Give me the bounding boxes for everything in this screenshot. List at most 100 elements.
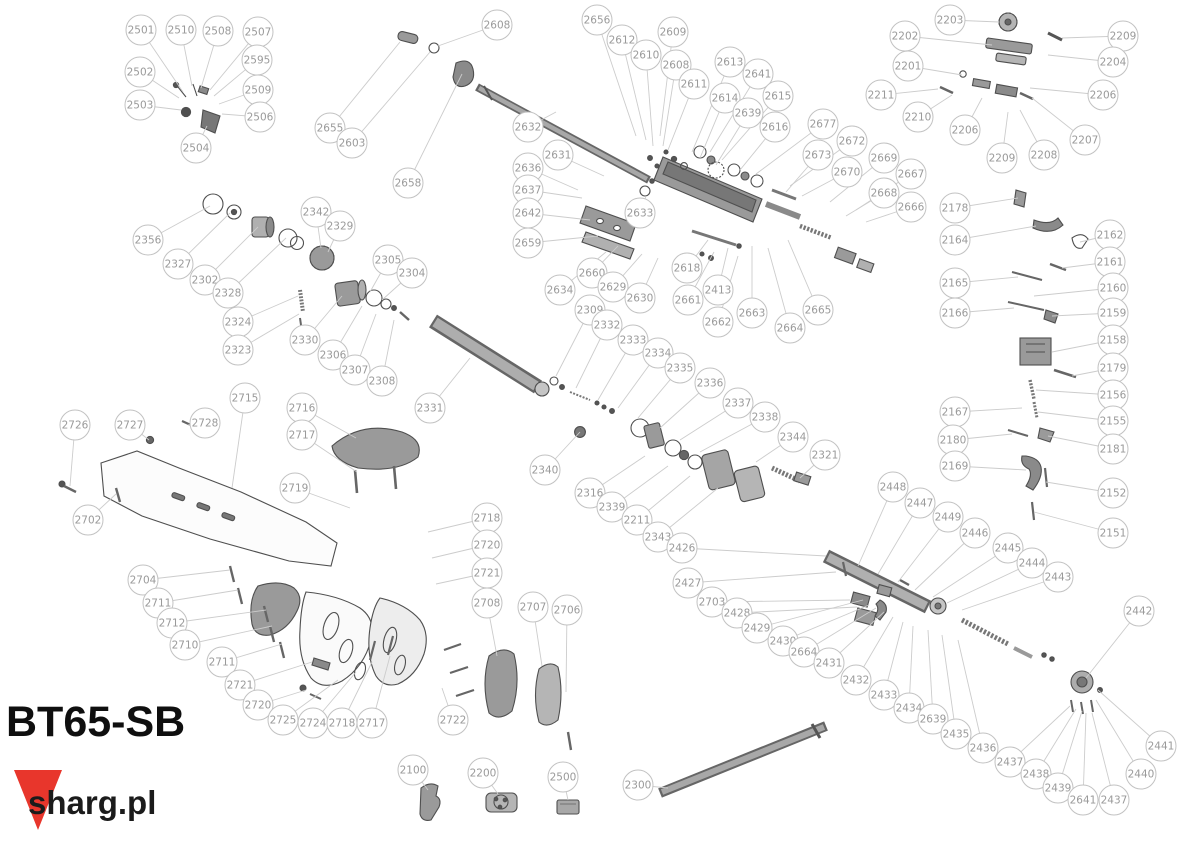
rear-sight-parts-drawing [939, 12, 1063, 101]
part-callout-2670: 2670 [831, 156, 863, 188]
part-callout-2204: 2204 [1097, 46, 1129, 78]
part-callout-2610: 2610 [630, 39, 662, 71]
svg-text:2159: 2159 [1100, 308, 1127, 320]
svg-text:2435: 2435 [943, 729, 970, 741]
part-callout-2636: 2636 [512, 152, 544, 184]
part-callout-2508: 2508 [202, 15, 234, 47]
part-callout-2426: 2426 [666, 532, 698, 564]
svg-text:2711: 2711 [209, 657, 236, 669]
part-callout-2629: 2629 [597, 271, 629, 303]
part-callout-2340: 2340 [529, 454, 561, 486]
part-callout-2308: 2308 [366, 365, 398, 397]
part-callout-2510: 2510 [165, 14, 197, 46]
svg-text:2440: 2440 [1128, 769, 1155, 781]
svg-text:2603: 2603 [339, 138, 366, 150]
svg-text:2327: 2327 [165, 259, 192, 271]
part-callout-2719: 2719 [279, 472, 311, 504]
svg-text:2506: 2506 [247, 112, 274, 124]
trigger-group-parts-drawing [1007, 189, 1089, 521]
part-callout-2208: 2208 [1028, 139, 1060, 171]
sharg-logo: sharg.pl [12, 768, 232, 838]
svg-text:2445: 2445 [995, 543, 1022, 555]
part-callout-2661: 2661 [672, 284, 704, 316]
bolt-small-parts-drawing [172, 81, 221, 134]
svg-text:2727: 2727 [117, 420, 144, 432]
part-callout-2441: 2441 [1145, 730, 1177, 762]
part-callout-2330: 2330 [289, 324, 321, 356]
svg-text:2443: 2443 [1045, 572, 1072, 584]
part-callout-2211: 2211 [621, 504, 653, 536]
leader-line [691, 61, 731, 153]
part-callout-2335: 2335 [664, 352, 696, 384]
svg-text:2166: 2166 [942, 308, 969, 320]
svg-text:2432: 2432 [843, 675, 870, 687]
part-callout-2616: 2616 [759, 111, 791, 143]
piston-assembly-drawing [574, 418, 812, 503]
svg-text:2706: 2706 [554, 605, 581, 617]
svg-text:2169: 2169 [942, 461, 969, 473]
svg-text:2158: 2158 [1100, 335, 1127, 347]
svg-text:2329: 2329 [327, 221, 354, 233]
part-callout-2673: 2673 [802, 139, 834, 171]
svg-text:2717: 2717 [359, 718, 386, 730]
part-callout-2501: 2501 [125, 14, 157, 46]
svg-text:2710: 2710 [172, 640, 199, 652]
part-callout-2439: 2439 [1042, 772, 1074, 804]
svg-text:2659: 2659 [515, 238, 542, 250]
part-callout-2180: 2180 [937, 424, 969, 456]
svg-text:2155: 2155 [1100, 416, 1127, 428]
part-callout-2632: 2632 [512, 111, 544, 143]
part-callout-2332: 2332 [591, 309, 623, 341]
svg-text:2151: 2151 [1100, 528, 1127, 540]
buttpad-drawing [484, 649, 573, 751]
part-callout-2159: 2159 [1097, 297, 1129, 329]
leader-line [736, 606, 858, 614]
svg-text:2715: 2715 [232, 393, 259, 405]
part-callout-2507: 2507 [242, 16, 274, 48]
part-callout-2613: 2613 [714, 46, 746, 78]
svg-text:2636: 2636 [515, 163, 542, 175]
part-callout-2659: 2659 [512, 227, 544, 259]
svg-text:2631: 2631 [545, 150, 572, 162]
svg-text:2448: 2448 [880, 482, 907, 494]
svg-text:2612: 2612 [609, 35, 636, 47]
svg-text:2502: 2502 [127, 67, 154, 79]
stock-drawing [58, 419, 475, 700]
part-callout-2331: 2331 [414, 392, 446, 424]
part-callout-2502: 2502 [124, 56, 156, 88]
svg-text:2307: 2307 [342, 365, 369, 377]
part-callout-2614: 2614 [709, 82, 741, 114]
part-callout-2637: 2637 [512, 174, 544, 206]
svg-text:2426: 2426 [669, 543, 696, 555]
part-callout-2504: 2504 [180, 132, 212, 164]
part-callout-2435: 2435 [940, 718, 972, 750]
svg-text:2343: 2343 [645, 532, 672, 544]
svg-text:2728: 2728 [192, 418, 219, 430]
part-callout-2207: 2207 [1069, 124, 1101, 156]
svg-text:2665: 2665 [805, 305, 832, 317]
part-callout-2155: 2155 [1097, 405, 1129, 437]
svg-text:2356: 2356 [135, 235, 162, 247]
svg-text:2211: 2211 [624, 515, 651, 527]
svg-text:2629: 2629 [600, 282, 627, 294]
svg-text:2609: 2609 [660, 27, 687, 39]
svg-text:2716: 2716 [289, 403, 316, 415]
part-callout-2631: 2631 [542, 139, 574, 171]
part-callout-2434: 2434 [893, 692, 925, 724]
part-callout-2100: 2100 [397, 754, 429, 786]
part-callout-2720: 2720 [471, 529, 503, 561]
part-callout-2437: 2437 [1098, 784, 1130, 816]
svg-text:2167: 2167 [942, 407, 969, 419]
part-callout-2343: 2343 [642, 521, 674, 553]
part-callout-2503: 2503 [124, 89, 156, 121]
svg-text:2433: 2433 [871, 690, 898, 702]
part-callout-2710: 2710 [169, 629, 201, 661]
svg-text:2334: 2334 [645, 348, 672, 360]
svg-text:2721: 2721 [474, 568, 501, 580]
svg-text:2641: 2641 [1070, 795, 1097, 807]
svg-text:2639: 2639 [735, 108, 762, 120]
part-callout-2633: 2633 [624, 197, 656, 229]
svg-text:2614: 2614 [712, 93, 739, 105]
part-callout-2166: 2166 [939, 297, 971, 329]
svg-text:2324: 2324 [225, 317, 252, 329]
